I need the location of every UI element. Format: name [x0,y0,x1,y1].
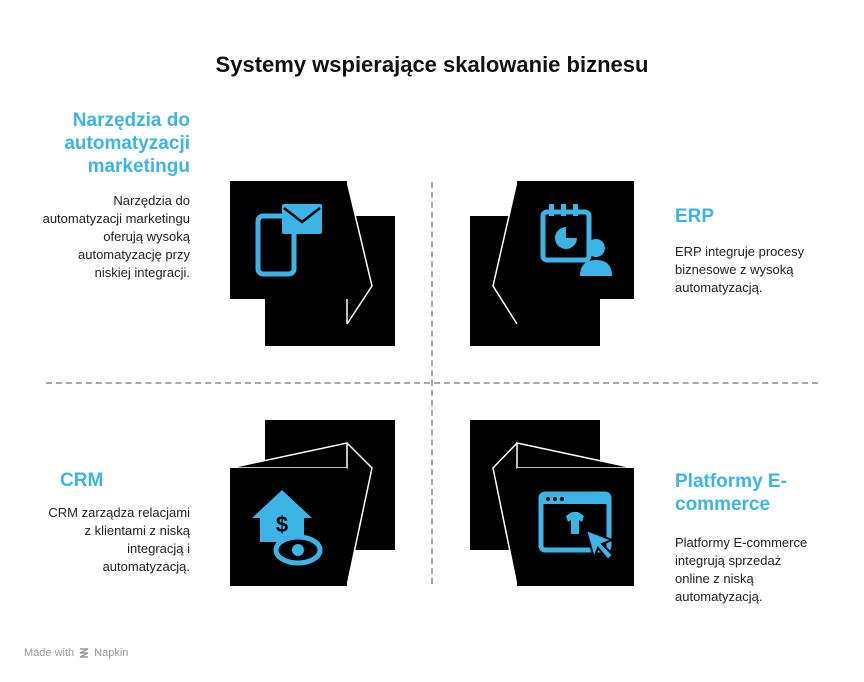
marketing-title: Narzędzia do automatyzacji marketingu [64,110,190,177]
crm-description: CRM zarządza relacjami z klientami z nis… [48,505,190,574]
horizontal-divider [46,382,818,384]
house-dollar-eye-icon: $ [252,490,323,566]
footer-made-with: Made with [24,647,75,659]
ecommerce-description: Platformy E-commerce integrują sprzedaż … [675,535,808,604]
crm-title: CRM [60,470,104,491]
svg-text:$: $ [276,512,288,537]
marketing-description: Narzędzia do automatyzacji marketingu of… [42,193,190,280]
browser-shirt-cursor-icon [538,491,615,562]
erp-title: ERP [675,206,715,227]
calendar-chart-user-icon [540,204,612,276]
erp-description: ERP integruje procesy biznesowe z wysoką… [675,244,805,295]
footer-brand: Napkin [94,647,129,659]
ecommerce-title: Platformy E-commerce [675,471,787,515]
page-title: Systemy wspierające skalowanie biznesu [215,52,649,77]
mobile-mail-icon [255,204,322,277]
napkin-logo-icon [79,648,89,658]
footer-credit: Made with Napkin [24,647,128,659]
